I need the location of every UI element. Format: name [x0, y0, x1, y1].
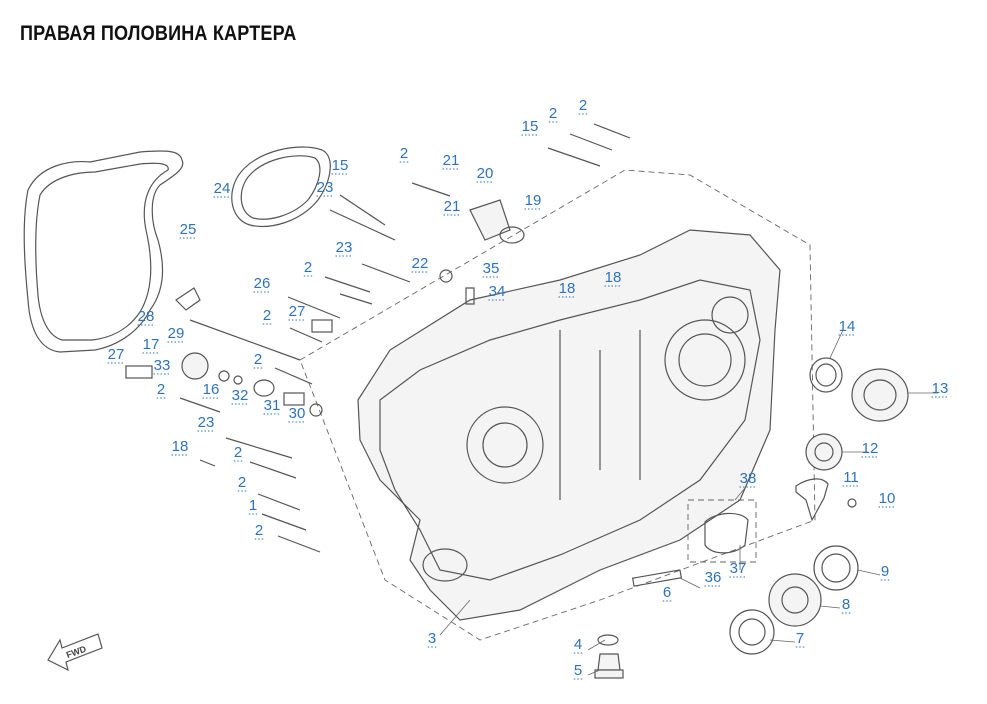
callout-20: 20	[477, 165, 494, 182]
page-title: ПРАВАЯ ПОЛОВИНА КАРТЕРА	[20, 22, 297, 45]
bushing-38	[704, 512, 749, 554]
fitting-35	[465, 287, 475, 305]
callout-15-a: 15	[522, 118, 539, 135]
callout-17: 17	[143, 336, 160, 353]
callout-19: 19	[525, 192, 542, 209]
clip-28	[175, 287, 201, 311]
callout-2-h: 2	[234, 444, 242, 461]
washer-22	[439, 269, 453, 283]
callout-28: 28	[138, 308, 155, 325]
callout-2-i: 2	[238, 474, 246, 491]
callout-4: 4	[574, 636, 582, 653]
bearing-8	[768, 573, 822, 627]
callout-2-d: 2	[304, 259, 312, 276]
callout-16: 16	[203, 381, 220, 398]
callout-11: 11	[843, 469, 859, 486]
callout-23-c: 23	[198, 414, 215, 431]
callout-14: 14	[839, 318, 856, 335]
cover-20	[469, 199, 511, 241]
callout-12: 12	[862, 440, 879, 457]
callout-5: 5	[574, 662, 582, 679]
callout-33: 33	[154, 357, 171, 374]
oring-32	[253, 379, 275, 397]
washer-16	[233, 375, 243, 385]
callout-23-b: 23	[336, 239, 353, 256]
gasket-24	[231, 146, 331, 227]
callout-18-a: 18	[605, 269, 622, 286]
callout-10: 10	[879, 490, 896, 507]
callout-7: 7	[796, 630, 804, 647]
kit-38-box	[687, 499, 757, 563]
callout-24: 24	[214, 180, 231, 197]
callout-25: 25	[180, 221, 197, 238]
callout-15-b: 15	[332, 157, 349, 174]
callout-2-g: 2	[157, 381, 165, 398]
callout-31: 31	[264, 397, 281, 414]
assembly-outline	[299, 169, 816, 641]
callout-9: 9	[881, 563, 889, 580]
bearing-12	[805, 433, 843, 471]
washer-4	[597, 634, 619, 646]
callout-2-j: 2	[255, 522, 263, 539]
callout-32: 32	[232, 387, 249, 404]
dowel-27-a	[311, 319, 333, 333]
dowel-27-b	[125, 365, 153, 379]
callout-29: 29	[168, 325, 185, 342]
oring-19	[499, 226, 525, 244]
callout-8: 8	[842, 596, 850, 613]
drain-plug-5	[597, 653, 621, 671]
callout-2-f: 2	[254, 351, 262, 368]
callout-2-a: 2	[579, 97, 587, 114]
seal-7	[729, 609, 775, 655]
callout-3: 3	[428, 630, 436, 647]
callout-18-b: 18	[559, 280, 576, 297]
callout-22: 22	[412, 255, 429, 272]
callout-35: 35	[483, 260, 500, 277]
gasket-25	[23, 150, 184, 353]
callout-37: 37	[730, 560, 747, 577]
callout-36: 36	[705, 569, 722, 586]
callout-2-b: 2	[549, 105, 557, 122]
washer-33	[218, 370, 230, 382]
callout-2-e: 2	[263, 307, 271, 324]
callout-26: 26	[254, 275, 271, 292]
fwd-arrow-icon: FWD	[47, 633, 103, 672]
callout-23-a: 23	[317, 179, 334, 196]
bearing-13	[851, 368, 909, 422]
callout-38: 38	[740, 470, 757, 487]
callout-27-b: 27	[108, 346, 125, 363]
pin-6	[631, 569, 683, 587]
callout-18-c: 18	[172, 438, 189, 455]
callout-6: 6	[663, 584, 671, 601]
spring-31	[283, 392, 305, 406]
callout-30: 30	[289, 405, 306, 422]
gear-17	[181, 352, 209, 380]
callout-1: 1	[249, 497, 257, 514]
callout-13: 13	[932, 380, 949, 397]
callout-2-c: 2	[400, 145, 408, 162]
plug-30	[309, 403, 323, 417]
callout-27-a: 27	[289, 303, 306, 320]
callout-34: 34	[489, 283, 506, 300]
bracket-11	[795, 478, 829, 522]
callout-21-a: 21	[443, 152, 460, 169]
seal-9	[813, 545, 859, 591]
bolt-10	[847, 498, 857, 508]
callout-21-b: 21	[444, 198, 461, 215]
seal-14	[809, 357, 843, 393]
